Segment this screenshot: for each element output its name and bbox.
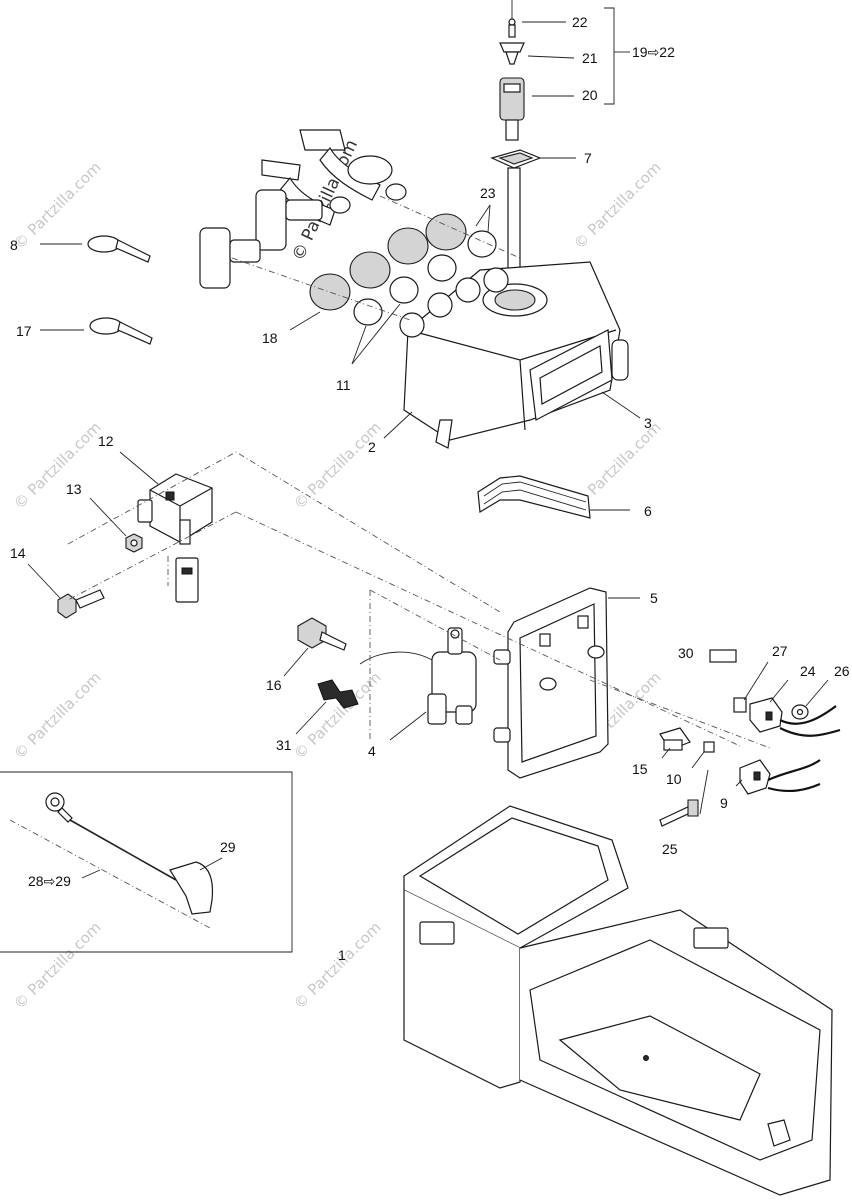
part-23-nuts[interactable] (387, 213, 497, 265)
part-6-gasket[interactable] (477, 475, 591, 519)
watermark-text: © Partzilla.com (10, 158, 105, 253)
wire-leads-lower (767, 759, 821, 793)
watermark-text: © Partzilla.com (10, 668, 105, 763)
callout-27[interactable]: 27 (772, 643, 788, 659)
callout-26[interactable]: 26 (834, 663, 850, 679)
watermark-text: © Partzilla.com (290, 918, 385, 1013)
harness-cables (199, 129, 407, 289)
part-27-terminal[interactable] (733, 697, 747, 713)
inset-box (0, 771, 293, 953)
part-5-cover[interactable] (493, 587, 609, 779)
part-29-ground-cable[interactable] (45, 792, 214, 915)
part-22-sensor-tip[interactable] (508, 0, 516, 38)
part-4-ignition-coil[interactable] (359, 627, 477, 725)
callout-21[interactable]: 21 (582, 50, 598, 66)
callout-22[interactable]: 22 (572, 14, 588, 30)
callout-14[interactable]: 14 (10, 545, 26, 561)
callout-13[interactable]: 13 (66, 481, 82, 497)
watermark-text: © Partzilla.com (10, 918, 105, 1013)
callout-10[interactable]: 10 (666, 771, 682, 787)
part-15-connector[interactable] (659, 727, 691, 751)
assembly-lines (9, 195, 771, 929)
callout-3[interactable]: 3 (644, 415, 652, 431)
callout-5[interactable]: 5 (650, 590, 658, 606)
part-24-connector[interactable] (749, 697, 783, 733)
callout-25[interactable]: 25 (662, 841, 678, 857)
callout-6[interactable]: 6 (644, 503, 652, 519)
part-16-screw[interactable] (297, 617, 347, 651)
part-21-clip[interactable] (499, 42, 525, 65)
leader-lines (27, 7, 829, 879)
fuse-holder[interactable] (175, 557, 199, 603)
part-18-nuts[interactable] (309, 251, 391, 311)
callout-30[interactable]: 30 (678, 645, 694, 661)
callout-16[interactable]: 16 (266, 677, 282, 693)
part-14-bolt[interactable] (57, 589, 105, 619)
callout-29[interactable]: 29 (220, 839, 236, 855)
part-3-bracket[interactable] (529, 329, 629, 421)
watermark-text: © Partzilla.com (570, 158, 665, 253)
part-31-clip[interactable] (317, 679, 359, 709)
part-9-connector[interactable] (739, 759, 771, 795)
part-25-rivet[interactable] (659, 799, 699, 827)
callout-15[interactable]: 15 (632, 761, 648, 777)
callout-19-22[interactable]: 19⇨22 (632, 44, 675, 60)
callout-23[interactable]: 23 (480, 185, 496, 201)
wire-leads-upper (779, 705, 841, 737)
callout-8[interactable]: 8 (10, 237, 18, 253)
callout-2[interactable]: 2 (368, 439, 376, 455)
part-17-cable-tie[interactable] (89, 317, 153, 345)
callout-11[interactable]: 11 (336, 377, 351, 393)
part-10-terminal[interactable] (703, 741, 715, 753)
callout-4[interactable]: 4 (368, 743, 376, 759)
callout-9[interactable]: 9 (720, 795, 728, 811)
callout-labels: 22 21 20 19⇨22 7 23 8 17 18 11 2 3 6 12 … (10, 14, 850, 963)
watermark-text: © Partzilla.com (290, 418, 385, 513)
part-26-washer[interactable] (791, 704, 809, 720)
callout-18[interactable]: 18 (262, 330, 278, 346)
callout-28-29[interactable]: 28⇨29 (28, 873, 71, 889)
part-13-nut[interactable] (125, 533, 143, 553)
part-8-cable-tie[interactable] (87, 235, 151, 263)
part-1-battery-box[interactable] (403, 805, 833, 1196)
part-20-connector[interactable] (499, 77, 525, 141)
part-30-label[interactable] (709, 649, 737, 663)
callout-7[interactable]: 7 (584, 150, 592, 166)
callout-20[interactable]: 20 (582, 87, 598, 103)
callout-31[interactable]: 31 (276, 737, 292, 753)
part-11-grommets[interactable] (353, 254, 457, 326)
callout-12[interactable]: 12 (98, 433, 114, 449)
callout-24[interactable]: 24 (800, 663, 816, 679)
callout-1[interactable]: 1 (338, 947, 346, 963)
part-12-relay[interactable] (137, 473, 213, 545)
callout-17[interactable]: 17 (16, 323, 32, 339)
